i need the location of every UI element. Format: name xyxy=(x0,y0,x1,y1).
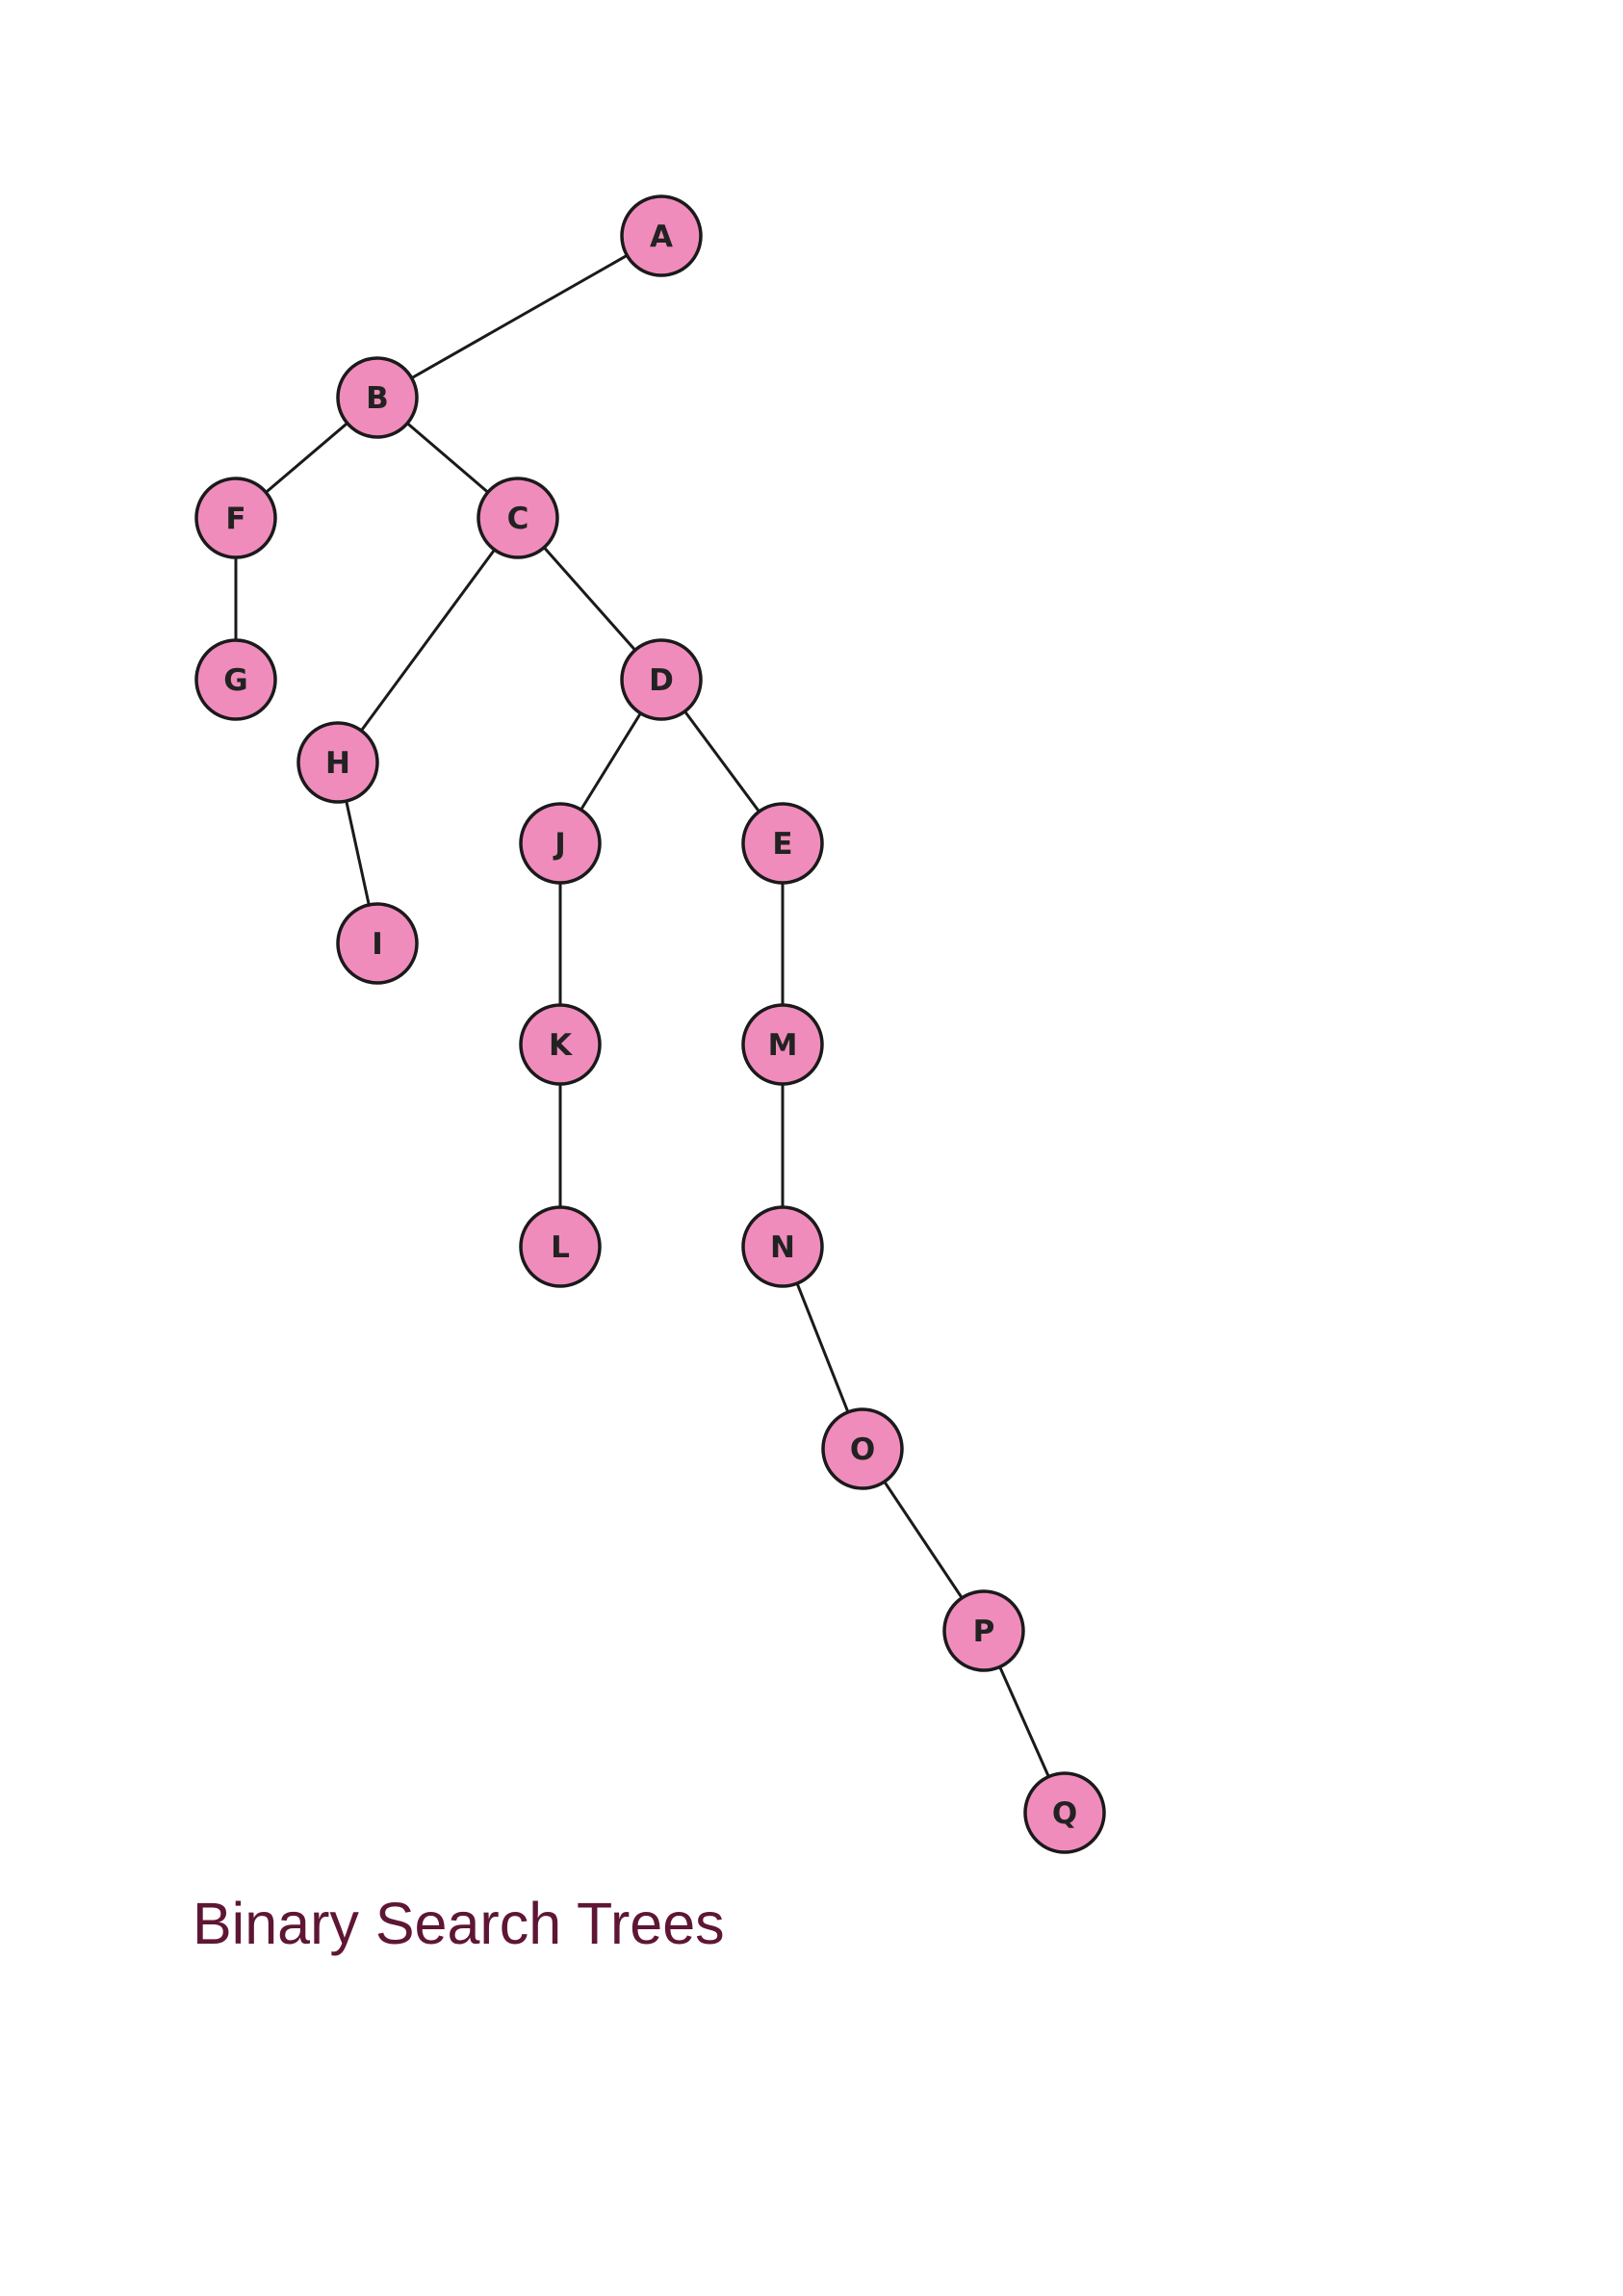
node-circle xyxy=(194,638,277,721)
tree-node-k: K xyxy=(519,1003,602,1086)
node-circle xyxy=(296,721,379,804)
tree-node-a: A xyxy=(620,194,703,277)
node-circle xyxy=(1023,1771,1106,1854)
node-circle xyxy=(821,1407,904,1490)
tree-node-b: B xyxy=(336,356,419,439)
tree-node-h: H xyxy=(296,721,379,804)
tree-node-l: L xyxy=(519,1205,602,1288)
tree-node-p: P xyxy=(942,1589,1025,1672)
node-label: J xyxy=(553,827,566,862)
tree-node-m: M xyxy=(741,1003,824,1086)
node-circle xyxy=(741,1003,824,1086)
tree-node-g: G xyxy=(194,638,277,721)
edge-a-b xyxy=(376,234,662,400)
node-label: Q xyxy=(1052,1796,1077,1831)
tree-node-d: D xyxy=(620,638,703,721)
edge-c-h xyxy=(336,517,520,763)
node-label: I xyxy=(372,927,383,962)
node-circle xyxy=(336,902,419,985)
nodes-layer: A B C D E F G H I J K L M N O P Q xyxy=(194,194,1106,1854)
node-circle xyxy=(519,1003,602,1086)
node-circle xyxy=(741,802,824,885)
node-circle xyxy=(519,802,602,885)
node-circle xyxy=(194,477,277,559)
node-label: B xyxy=(366,381,389,416)
tree-node-e: E xyxy=(741,802,824,885)
node-label: H xyxy=(325,746,350,781)
node-label: K xyxy=(549,1028,573,1063)
tree-node-c: C xyxy=(477,477,559,559)
node-label: D xyxy=(649,663,674,698)
node-circle xyxy=(336,356,419,439)
diagram-caption: Binary Search Trees xyxy=(193,1891,725,1956)
tree-node-i: I xyxy=(336,902,419,985)
node-label: G xyxy=(223,663,247,698)
node-label: L xyxy=(551,1230,570,1265)
node-label: O xyxy=(850,1432,875,1467)
tree-node-f: F xyxy=(194,477,277,559)
tree-node-j: J xyxy=(519,802,602,885)
tree-node-q: Q xyxy=(1023,1771,1106,1854)
node-label: F xyxy=(225,502,245,536)
node-label: N xyxy=(770,1230,795,1265)
node-circle xyxy=(620,194,703,277)
tree-node-o: O xyxy=(821,1407,904,1490)
node-label: C xyxy=(507,502,529,536)
node-label: A xyxy=(650,219,673,254)
tree-node-n: N xyxy=(741,1205,824,1288)
node-circle xyxy=(477,477,559,559)
node-circle xyxy=(620,638,703,721)
edges-layer xyxy=(234,234,1067,1814)
node-label: E xyxy=(772,827,792,862)
node-circle xyxy=(942,1589,1025,1672)
node-circle xyxy=(519,1205,602,1288)
node-circle xyxy=(741,1205,824,1288)
node-label: M xyxy=(768,1028,798,1063)
node-label: P xyxy=(973,1614,995,1649)
